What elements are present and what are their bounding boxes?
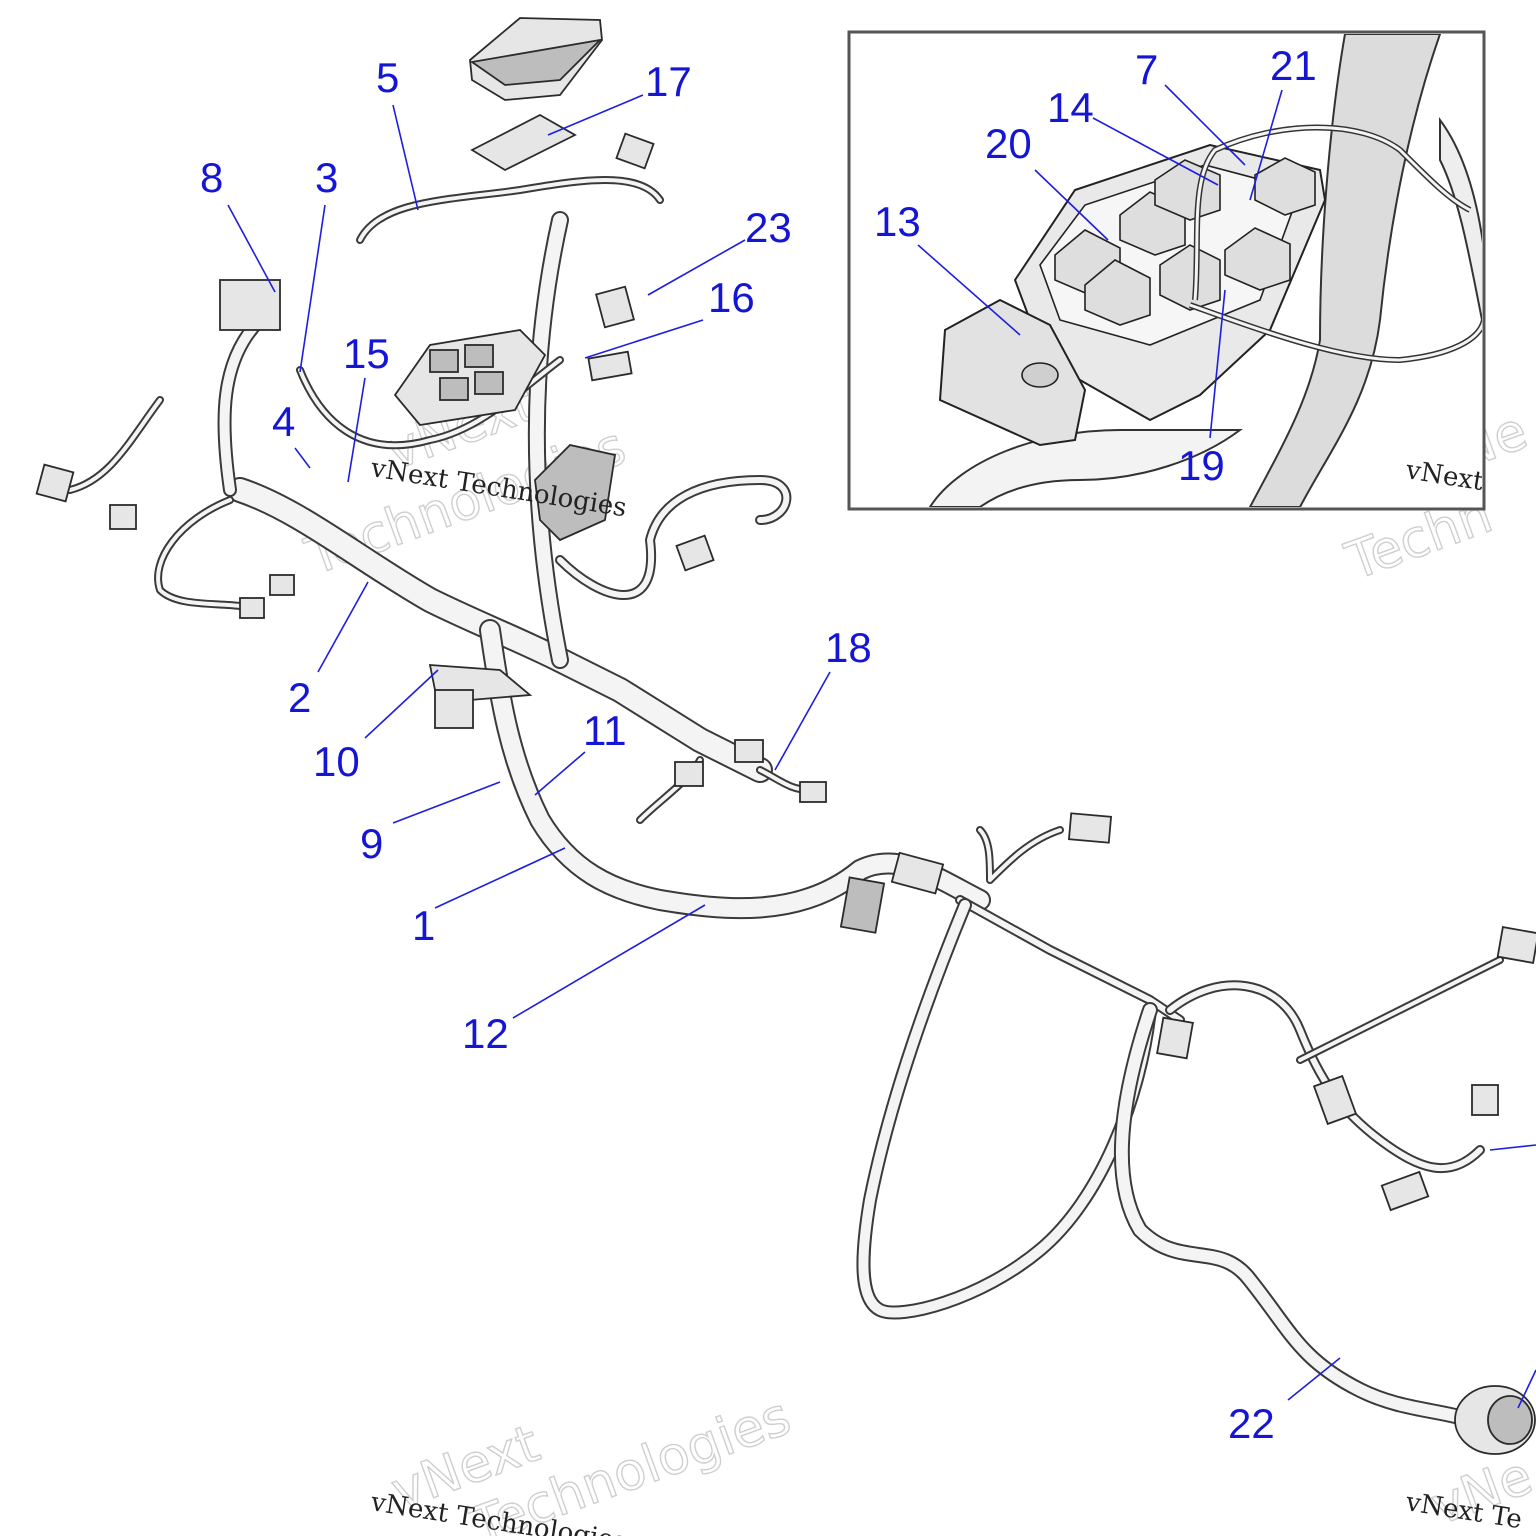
relay-module <box>839 851 945 934</box>
leader-line <box>547 94 644 136</box>
ecu-connector-block <box>534 444 617 542</box>
callout-15: 15 <box>343 330 390 377</box>
callout-21: 21 <box>1270 42 1317 89</box>
callout-17: 17 <box>645 58 692 105</box>
callout-20: 20 <box>985 120 1032 167</box>
callout-13: 13 <box>874 198 921 245</box>
leader-line <box>294 447 311 469</box>
watermark-outline-layer: vNext Technologies vNe Techn vNext Techn… <box>297 373 1536 1536</box>
callout-numbers: 1 2 3 4 5 8 9 10 11 12 15 16 17 18 22 23 <box>200 54 1275 1447</box>
leader-line <box>317 581 369 673</box>
leader-line <box>392 781 501 824</box>
fuse-box-cover <box>469 17 603 101</box>
callout-3: 3 <box>315 154 338 201</box>
callout-1: 1 <box>412 902 435 949</box>
callout-2: 2 <box>288 674 311 721</box>
inset-detail: 7 13 14 19 20 21 vNext Te <box>847 30 1486 511</box>
callout-12: 12 <box>462 1010 509 1057</box>
callout-18: 18 <box>825 624 872 671</box>
watermark-caption-layer: vNext Technologies vNext Technologies vN… <box>368 453 1524 1536</box>
callout-11: 11 <box>583 707 627 754</box>
callout-9: 9 <box>360 820 383 867</box>
main-harness-drawing <box>35 17 1536 1455</box>
leader-lines <box>227 94 1536 1409</box>
leader-line <box>917 244 1021 336</box>
callout-16: 16 <box>708 274 755 321</box>
leader-line <box>227 204 276 293</box>
leader-line <box>647 239 746 296</box>
round-sensor <box>1454 1385 1536 1455</box>
leader-line <box>1517 1369 1536 1409</box>
leader-line <box>1092 117 1219 186</box>
callout-4: 4 <box>272 398 295 445</box>
inset-drawing: 7 13 14 19 20 21 vNext Te <box>874 34 1482 507</box>
leader-line <box>1034 169 1109 241</box>
leader-line <box>364 669 439 739</box>
leader-line <box>1489 1144 1536 1151</box>
callout-5: 5 <box>376 54 399 101</box>
leader-line <box>347 377 366 483</box>
callout-23: 23 <box>745 204 792 251</box>
callout-10: 10 <box>313 738 360 785</box>
leader-line <box>1209 289 1226 439</box>
callout-8: 8 <box>200 154 223 201</box>
connectors <box>35 132 1536 1212</box>
callout-7: 7 <box>1135 46 1158 93</box>
leader-line <box>392 104 419 211</box>
fuse-box <box>393 329 547 426</box>
callout-22: 22 <box>1228 1400 1275 1447</box>
callout-19: 19 <box>1178 442 1225 489</box>
leader-line <box>512 904 706 1019</box>
callout-14: 14 <box>1047 84 1094 131</box>
leader-line <box>534 751 586 796</box>
leader-line <box>584 319 704 359</box>
leader-line <box>774 671 831 771</box>
leader-line <box>1249 89 1283 201</box>
leader-line <box>1287 1357 1341 1401</box>
leader-line <box>434 847 566 909</box>
leader-line <box>1164 84 1246 166</box>
leader-line <box>299 204 326 373</box>
bracket <box>428 664 533 729</box>
fuse-label-decal <box>470 113 577 172</box>
